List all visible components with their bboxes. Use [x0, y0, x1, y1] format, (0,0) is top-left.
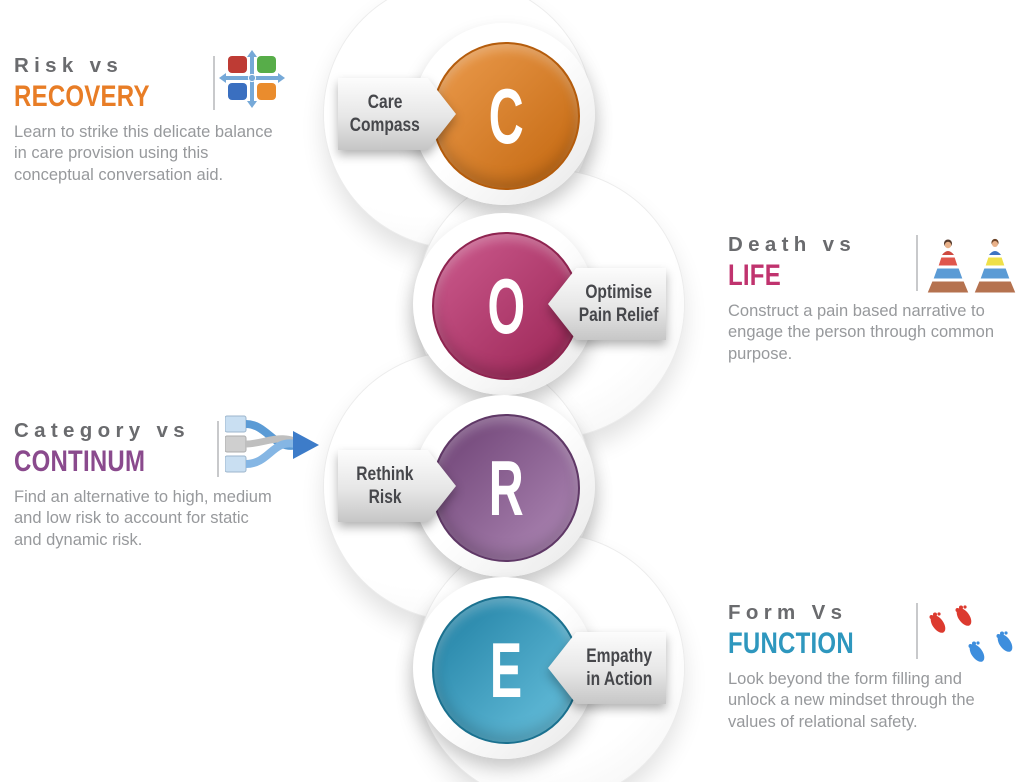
badge-letter-c: C: [488, 72, 524, 160]
tag-empathy-in-action: Empathy in Action: [548, 632, 666, 704]
section-title: Category vs: [14, 419, 190, 442]
section-title: Form Vs: [728, 601, 848, 624]
tag-optimise-pain-relief-shape: Optimise Pain Relief: [548, 268, 666, 340]
tag-optimise-pain-relief: Optimise Pain Relief: [548, 268, 666, 340]
tag-line: in Action: [585, 669, 653, 690]
letter-badge-r: R: [432, 414, 580, 562]
divider: [916, 235, 918, 291]
section-form-function: Form Vs FUNCTION Look beyond the form fi…: [728, 601, 1024, 734]
section-body: Find an alternative to high, medium and …: [14, 487, 272, 550]
tag-empathy-in-action-shape: Empathy in Action: [548, 632, 666, 704]
tag-line: Care: [367, 91, 403, 113]
divider: [213, 56, 215, 110]
section-title: Risk vs: [14, 54, 124, 77]
tag-rethink-risk: Rethink Risk: [338, 450, 456, 522]
footprints-icon: [929, 605, 1013, 662]
section-category-continum: Category vs CONTINUM Find an alternative…: [14, 415, 344, 552]
merge-arrows-icon: [225, 415, 319, 473]
section-subtitle: LIFE: [728, 259, 781, 292]
section-risk-recovery: Risk vs RECOVERY Learn to strike this de…: [14, 50, 334, 187]
tag-care-compass-shape: Care Compass: [338, 78, 456, 150]
tag-line: Rethink: [356, 463, 414, 485]
badge-letter-e: E: [489, 626, 523, 714]
divider: [916, 603, 918, 659]
section-title: Death vs: [728, 233, 857, 256]
tag-line: Risk: [368, 487, 402, 508]
tag-care-compass: Care Compass: [338, 78, 456, 150]
tag-line: Optimise: [585, 281, 653, 303]
badge-letter-r: R: [488, 444, 524, 532]
section-body: Construct a pain based narrative to enga…: [728, 301, 995, 364]
section-death-life: Death vs LIFE Construct a pain based nar…: [728, 233, 1024, 366]
tag-line: Pain Relief: [579, 305, 659, 326]
section-subtitle: RECOVERY: [14, 80, 150, 113]
pyramids-icon: [926, 238, 1017, 294]
divider: [217, 421, 219, 477]
tag-line: Empathy: [586, 645, 652, 667]
section-subtitle: CONTINUM: [14, 445, 146, 478]
tag-line: Compass: [349, 115, 421, 136]
badge-letter-o: O: [487, 262, 525, 350]
tag-rethink-risk-shape: Rethink Risk: [338, 450, 456, 522]
compass-icon: [219, 50, 285, 108]
section-body: Learn to strike this delicate balance in…: [14, 122, 273, 185]
section-body: Look beyond the form filling and unlock …: [728, 669, 975, 732]
section-subtitle: FUNCTION: [728, 627, 854, 660]
